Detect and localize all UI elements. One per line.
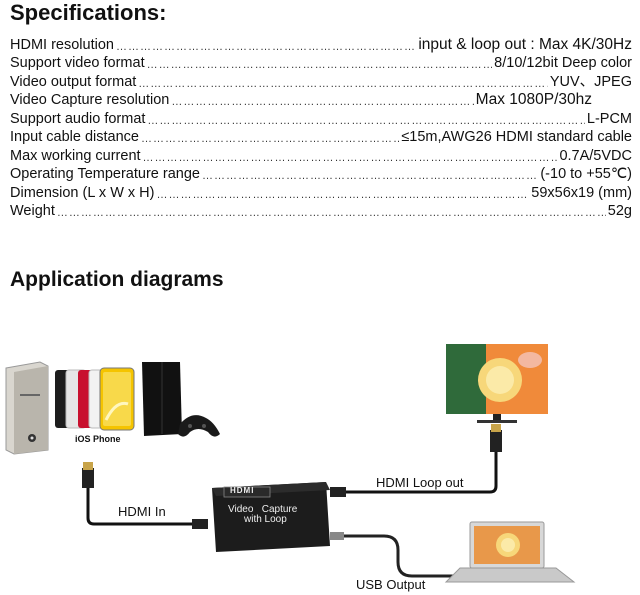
- application-diagram: iOS Phone HDMI In HDMI Loop out USB Outp…: [0, 300, 640, 595]
- hdmi-loop-out-label: HDMI Loop out: [376, 475, 464, 490]
- spec-value: YUV、JPEG: [549, 73, 632, 90]
- device-brand-logo: HDMI: [230, 486, 255, 495]
- hdmi-in-cable: [82, 462, 208, 529]
- spec-label: Input cable distance: [10, 129, 139, 145]
- ios-phone-label: iOS Phone: [75, 434, 121, 444]
- spec-row: HDMI resolution …………………………………………………………………: [10, 35, 632, 54]
- spec-label: Dimension (L x W x H): [10, 184, 155, 201]
- spec-value: 52g: [607, 203, 632, 219]
- hdmi-in-label: HDMI In: [118, 504, 166, 519]
- spec-label: Support video format: [10, 55, 145, 71]
- dot-leader: ……………………………………………………………………………………………………………: [201, 170, 538, 182]
- dot-leader: ……………………………………………………………………………………………………………: [171, 96, 473, 108]
- spec-label: Video Capture resolution: [10, 92, 170, 108]
- spec-value: input & loop out : Max 4K/30Hz: [418, 35, 632, 53]
- spec-value: 0.7A/5VDC: [559, 147, 632, 164]
- spec-label: HDMI resolution: [10, 36, 114, 53]
- diagram-graphics: [5, 344, 576, 583]
- spec-row: Support audio format ……………………………………………………: [10, 109, 632, 128]
- specifications-heading: Specifications:: [10, 0, 167, 25]
- spec-value: (-10 to +55℃): [540, 166, 632, 182]
- tv-monitor-icon: [446, 344, 548, 423]
- pc-tower-icon: [5, 361, 49, 455]
- spec-label: Weight: [10, 203, 55, 219]
- dot-leader: ……………………………………………………………………………………………………………: [146, 59, 493, 71]
- dot-leader: ……………………………………………………………………………………………………………: [142, 151, 558, 164]
- usb-cable: [330, 532, 466, 580]
- spec-row: Input cable distance ……………………………………………………: [10, 128, 632, 147]
- spec-label: Operating Temperature range: [10, 166, 200, 182]
- dot-leader: ……………………………………………………………………………………………………………: [115, 40, 416, 53]
- spec-row: Dimension (L x W x H) …………………………………………………: [10, 183, 632, 202]
- dot-leader: ……………………………………………………………………………………………………………: [156, 188, 529, 201]
- spec-list: HDMI resolution …………………………………………………………………: [10, 35, 632, 220]
- capture-device-icon: [212, 482, 330, 552]
- device-text-line1: Video Capture: [228, 504, 298, 515]
- spec-value: 59x56x19 (mm): [531, 184, 632, 201]
- spec-row: Max working current ………………………………………………………: [10, 146, 632, 165]
- dot-leader: ……………………………………………………………………………………………………………: [147, 114, 584, 127]
- spec-row: Operating Temperature range …………………………………: [10, 165, 632, 184]
- spec-value: ≤15m,AWG26 HDMI standard cable: [401, 129, 632, 145]
- spec-row: Video output format ………………………………………………………: [10, 72, 632, 91]
- application-diagrams-heading: Application diagrams: [10, 268, 224, 291]
- spec-value: L-PCM: [586, 110, 632, 127]
- spec-value: Max 1080P/30hz: [475, 91, 592, 108]
- device-text-line2: with Loop: [244, 514, 287, 525]
- game-console-icon: [142, 362, 220, 437]
- dot-leader: ……………………………………………………………………………………………………………: [138, 77, 548, 90]
- usb-output-label: USB Output: [356, 577, 426, 592]
- spec-row: Weight …………………………………………………………………………………………: [10, 202, 632, 221]
- spec-label: Support audio format: [10, 110, 146, 127]
- spec-label: Max working current: [10, 147, 141, 164]
- spec-value: 8/10/12bit Deep color: [494, 55, 632, 71]
- laptop-icon: [444, 521, 576, 583]
- iphones-icon: [55, 367, 135, 431]
- spec-row: Support video format ……………………………………………………: [10, 54, 632, 73]
- dot-leader: ……………………………………………………………………………………………………………: [140, 133, 400, 145]
- spec-label: Video output format: [10, 73, 137, 90]
- hdmi-loop-cable: [330, 424, 502, 497]
- spec-row: Video Capture resolution …………………………………………: [10, 91, 632, 110]
- dot-leader: ……………………………………………………………………………………………………………: [56, 207, 606, 219]
